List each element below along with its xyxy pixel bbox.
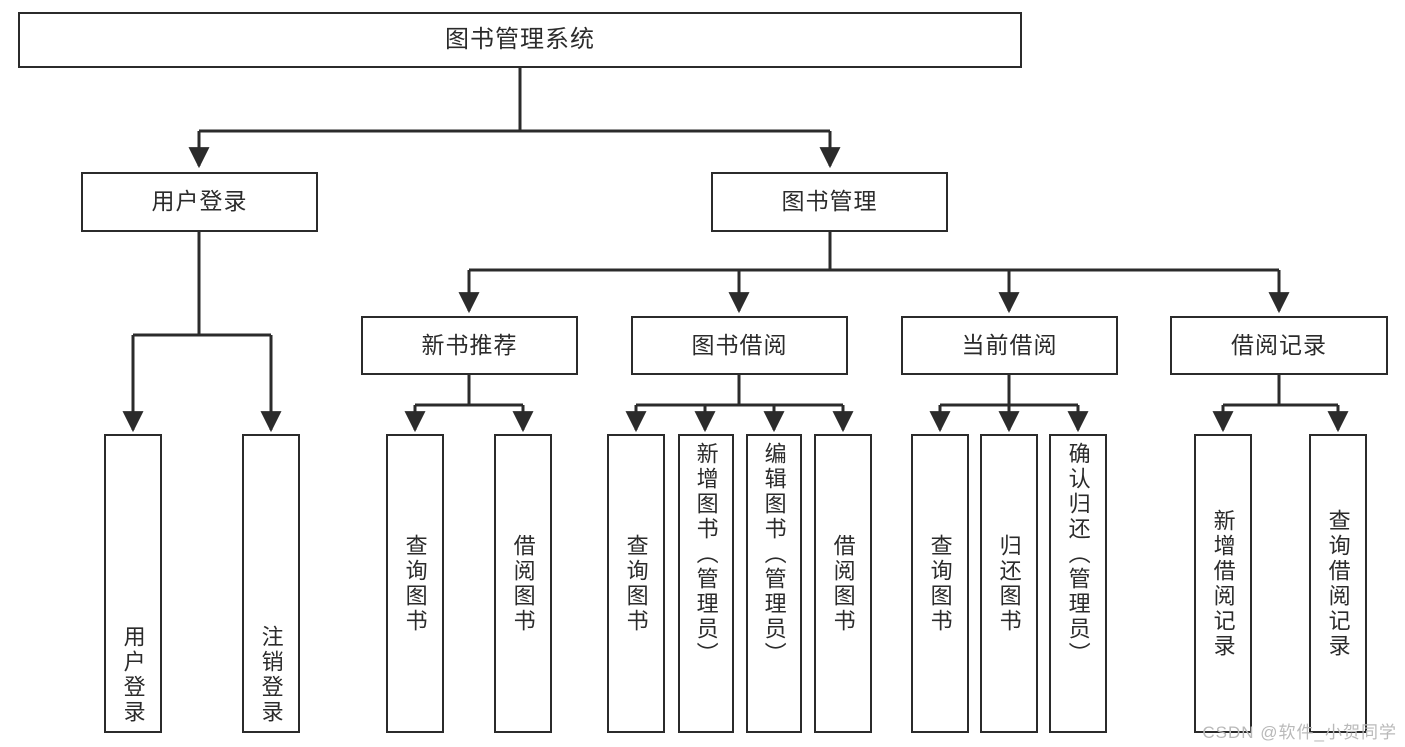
node-root-system[interactable]: 图书管理系统 bbox=[18, 12, 1022, 68]
node-leaf-logout[interactable]: 注销登录 bbox=[242, 434, 300, 733]
node-leaf-return-book[interactable]: 归还图书 bbox=[980, 434, 1038, 733]
node-leaf-add-book-admin[interactable]: 新增图书（管理员） bbox=[678, 434, 734, 733]
csdn-watermark: CSDN @软件_小贺同学 bbox=[1202, 723, 1397, 742]
node-book-borrow[interactable]: 图书借阅 bbox=[631, 316, 848, 375]
node-new-book-recommend[interactable]: 新书推荐 bbox=[361, 316, 578, 375]
node-borrow-record[interactable]: 借阅记录 bbox=[1170, 316, 1388, 375]
node-leaf-user-login[interactable]: 用户登录 bbox=[104, 434, 162, 733]
node-leaf-query-book-recommend[interactable]: 查询图书 bbox=[386, 434, 444, 733]
node-leaf-borrow-book[interactable]: 借阅图书 bbox=[814, 434, 872, 733]
node-leaf-query-book-borrow[interactable]: 查询图书 bbox=[607, 434, 665, 733]
node-leaf-confirm-return-admin[interactable]: 确认归还（管理员） bbox=[1049, 434, 1107, 733]
node-leaf-borrow-book-recommend[interactable]: 借阅图书 bbox=[494, 434, 552, 733]
node-book-manage[interactable]: 图书管理 bbox=[711, 172, 948, 232]
node-current-borrow[interactable]: 当前借阅 bbox=[901, 316, 1118, 375]
node-leaf-query-borrow-record[interactable]: 查询借阅记录 bbox=[1309, 434, 1367, 733]
node-leaf-edit-book-admin[interactable]: 编辑图书（管理员） bbox=[746, 434, 802, 733]
node-user-login[interactable]: 用户登录 bbox=[81, 172, 318, 232]
node-leaf-query-book-current[interactable]: 查询图书 bbox=[911, 434, 969, 733]
node-leaf-add-borrow-record[interactable]: 新增借阅记录 bbox=[1194, 434, 1252, 733]
